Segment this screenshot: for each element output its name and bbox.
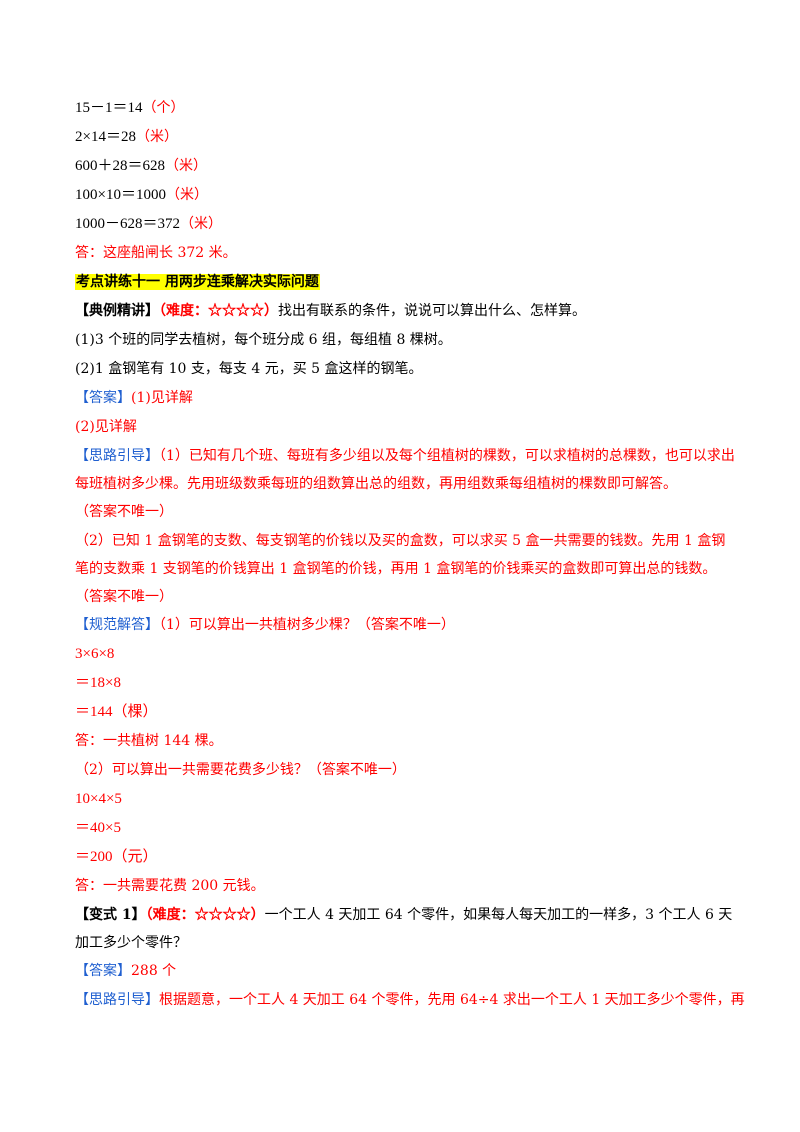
solution-tag: 【规范解答】 xyxy=(75,617,159,633)
solution-header: 【规范解答】（1）可以算出一共植树多少棵？（答案不唯一） xyxy=(75,617,455,633)
answer-line-2: (2)见详解 xyxy=(75,419,137,435)
example-header: 【典例精讲】（难度：☆☆☆☆）找出有联系的条件，说说可以算出什么、怎样算。 xyxy=(75,297,735,326)
answer-tag: 【答案】 xyxy=(75,963,131,979)
section-title: 考点讲练十一 用两步连乘解决实际问题 xyxy=(75,274,320,290)
calc-line: 15－1＝14（个） xyxy=(75,100,185,116)
example-prompt: 找出有联系的条件，说说可以算出什么、怎样算。 xyxy=(278,303,586,319)
variant-answer: 【答案】288 个 xyxy=(75,963,177,979)
solution-answer: 答：一共需要花费 200 元钱。 xyxy=(75,878,265,894)
guide-paragraph-1: 【思路引导】（1）已知有几个班、每班有多少组以及每个组植树的棵数，可以求植树的总… xyxy=(75,448,735,492)
difficulty-label: （难度：☆☆☆☆） xyxy=(159,303,278,319)
solution-step: ＝18×8 xyxy=(75,675,121,691)
answer-tag: 【答案】 xyxy=(75,390,131,406)
question-2: (2)1 盒钢笔有 10 支，每支 4 元，买 5 盒这样的钢笔。 xyxy=(75,361,423,377)
solution-2-intro: （2）可以算出一共需要花费多少钱？（答案不唯一） xyxy=(75,762,406,778)
previous-answer: 答：这座船闸长 372 米。 xyxy=(75,245,237,261)
guide-note: （答案不唯一） xyxy=(75,504,173,520)
document-page: 15－1＝14（个） 2×14＝28（米） 600＋28＝628（米） 100×… xyxy=(75,94,745,1015)
variant-guide: 【思路引导】根据题意，一个工人 4 天加工 64 个零件，先用 64÷4 求出一… xyxy=(75,992,745,1008)
solution-step: 3×6×8 xyxy=(75,646,115,662)
solution-answer: 答：一共植树 144 棵。 xyxy=(75,733,223,749)
calc-line: 100×10＝1000（米） xyxy=(75,187,208,203)
guide-tag: 【思路引导】 xyxy=(75,992,159,1008)
solution-step: ＝200（元） xyxy=(75,849,158,865)
calc-line: 2×14＝28（米） xyxy=(75,129,178,145)
solution-step: ＝144（棵） xyxy=(75,704,158,720)
solution-step: 10×4×5 xyxy=(75,791,122,807)
guide-tag: 【思路引导】 xyxy=(75,448,159,464)
variant-tag: 【变式 1】 xyxy=(75,907,146,923)
question-1: (1)3 个班的同学去植树，每个班分成 6 组，每组植 8 棵树。 xyxy=(75,332,452,348)
answer-line: 【答案】(1)见详解 xyxy=(75,390,193,406)
variant-question: 【变式 1】（难度：☆☆☆☆）一个工人 4 天加工 64 个零件，如果每人每天加… xyxy=(75,907,733,951)
calc-line: 1000－628＝372（米） xyxy=(75,216,223,232)
solution-step: ＝40×5 xyxy=(75,820,121,836)
difficulty-label: （难度：☆☆☆☆） xyxy=(145,907,265,923)
example-tag: 【典例精讲】 xyxy=(75,303,159,319)
section-heading: 考点讲练十一 用两步连乘解决实际问题 xyxy=(75,268,735,297)
guide-paragraph-2: （2）已知 1 盒钢笔的支数、每支钢笔的价钱以及买的盒数，可以求买 5 盒一共需… xyxy=(75,533,726,605)
calc-line: 600＋28＝628（米） xyxy=(75,158,208,174)
